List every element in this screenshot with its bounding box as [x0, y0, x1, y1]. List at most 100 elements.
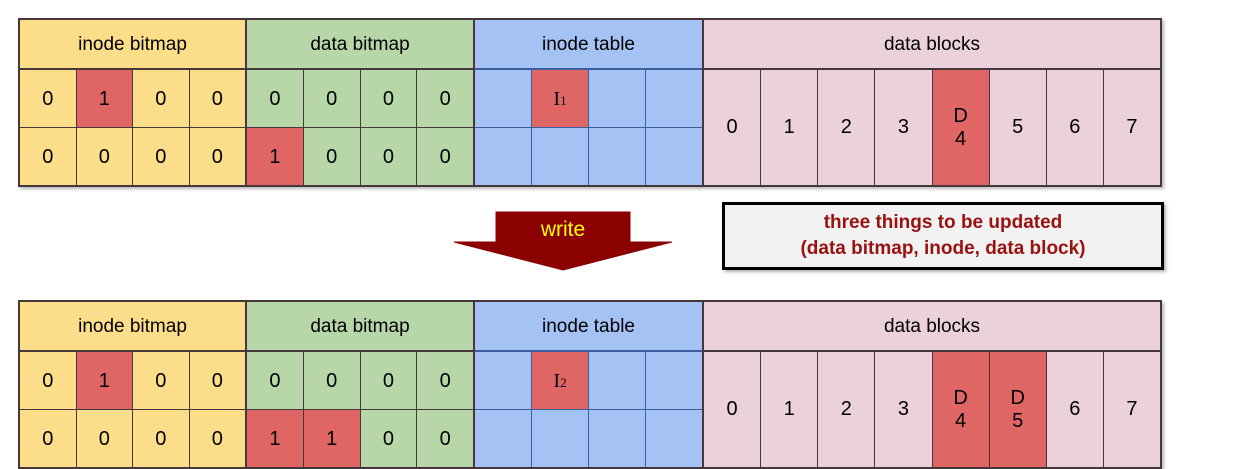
bitmap-row: 1 0 0 0 — [247, 128, 473, 185]
bitmap-cell: 0 — [211, 87, 223, 110]
bitmap-cell: 0 — [20, 410, 77, 467]
inode-cell — [646, 410, 702, 467]
data-block-index: 5 — [1012, 409, 1024, 432]
data-block: 7 — [1104, 352, 1160, 467]
data-block: 1 — [761, 70, 819, 185]
inode-cell — [589, 128, 646, 185]
bitmap-cell: 0 — [247, 352, 304, 409]
region-inode-bitmap-after: inode bitmap 0 1 0 0 0 0 0 0 — [20, 302, 247, 467]
inode-cell — [646, 352, 702, 409]
inode-cell — [475, 352, 532, 409]
region-title-inode-bitmap: inode bitmap — [20, 302, 245, 352]
bitmap-cell: 0 — [77, 128, 133, 185]
bitmap-cell: 0 — [304, 128, 361, 185]
data-block-label: D — [1010, 386, 1025, 409]
data-block-index: 6 — [1069, 398, 1081, 420]
inode-cell — [475, 128, 532, 185]
region-title-data-bitmap: data bitmap — [247, 20, 473, 70]
inode-cell — [589, 410, 646, 467]
data-block-index: 4 — [955, 409, 967, 432]
bitmap-row: 0 0 0 0 — [247, 70, 473, 128]
data-block-index: 7 — [1126, 398, 1138, 420]
region-title-inode-table: inode table — [475, 302, 702, 352]
inode-label-sub: 2 — [560, 375, 567, 390]
data-block: 6 — [1047, 352, 1104, 467]
data-block-index: 0 — [726, 116, 738, 138]
data-block-index: 6 — [1069, 116, 1081, 138]
region-title-inode-bitmap: inode bitmap — [20, 20, 245, 70]
filesystem-diagram-after-write: inode bitmap 0 1 0 0 0 0 0 0 data bitmap… — [18, 300, 1162, 469]
bitmap-cell: 1 — [76, 352, 133, 409]
bitmap-cell: 0 — [211, 145, 223, 168]
region-title-data-bitmap: data bitmap — [247, 302, 473, 352]
bitmap-cell: 0 — [211, 369, 223, 392]
bitmap-cell: 1 — [247, 128, 304, 185]
data-block-index: 3 — [897, 398, 909, 420]
region-body-data-bitmap: 0 0 0 0 1 1 0 0 — [247, 352, 473, 467]
bitmap-cell: 0 — [133, 410, 190, 467]
data-block-index: 2 — [840, 116, 852, 138]
data-block: 6 — [1047, 70, 1104, 185]
inode-label-sub: 1 — [560, 93, 567, 108]
data-block-label: D — [953, 104, 968, 127]
data-block: 3 — [875, 70, 933, 185]
region-title-data-blocks: data blocks — [704, 20, 1160, 70]
data-block: 7 — [1104, 70, 1160, 185]
inode-cell — [475, 70, 532, 127]
bitmap-cell: 1 — [76, 70, 133, 127]
bitmap-cell: 0 — [133, 128, 190, 185]
region-body-inode-bitmap: 0 1 0 0 0 0 0 0 — [20, 352, 245, 467]
inode-cell — [646, 128, 702, 185]
region-title-inode-table: inode table — [475, 20, 702, 70]
bitmap-cell: 0 — [439, 369, 451, 392]
inode-cell — [475, 410, 532, 467]
region-body-inode-bitmap: 0 1 0 0 0 0 0 0 — [20, 70, 245, 185]
inode-row — [475, 128, 702, 185]
data-block: 2 — [818, 70, 876, 185]
region-title-data-blocks: data blocks — [704, 302, 1160, 352]
data-block-label: D — [953, 386, 968, 409]
bitmap-cell: 0 — [20, 352, 77, 409]
bitmap-cell: 1 — [303, 410, 361, 467]
data-block-index: 1 — [783, 398, 795, 420]
data-block: 5 — [990, 70, 1047, 185]
data-block: 2 — [818, 352, 876, 467]
bitmap-cell: 0 — [361, 70, 418, 127]
region-body-data-bitmap: 0 0 0 0 1 0 0 0 — [247, 70, 473, 185]
note-line-2: (data bitmap, inode, data block) — [800, 238, 1086, 259]
note-box-three-things: three things to be updated (data bitmap,… — [722, 202, 1164, 270]
bitmap-cell: 0 — [247, 70, 304, 127]
bitmap-cell: 0 — [361, 352, 418, 409]
data-block: 0 — [704, 352, 762, 467]
bitmap-row: 0 0 0 0 — [247, 352, 473, 410]
data-block-index: 1 — [783, 116, 795, 138]
down-arrow-icon — [453, 211, 673, 271]
bitmap-cell: 0 — [211, 427, 223, 450]
bitmap-row: 0 1 0 0 — [20, 352, 245, 410]
bitmap-cell: 0 — [304, 70, 361, 127]
inode-label: I — [553, 369, 561, 392]
data-block: 1 — [761, 352, 819, 467]
bitmap-cell: 0 — [20, 128, 77, 185]
data-block-index: 2 — [840, 398, 852, 420]
bitmap-cell: 0 — [439, 145, 451, 168]
data-block: 3 — [875, 352, 933, 467]
bitmap-cell: 0 — [439, 87, 451, 110]
filesystem-diagram-before-write: inode bitmap 0 1 0 0 0 0 0 0 data bitmap… — [18, 18, 1162, 187]
